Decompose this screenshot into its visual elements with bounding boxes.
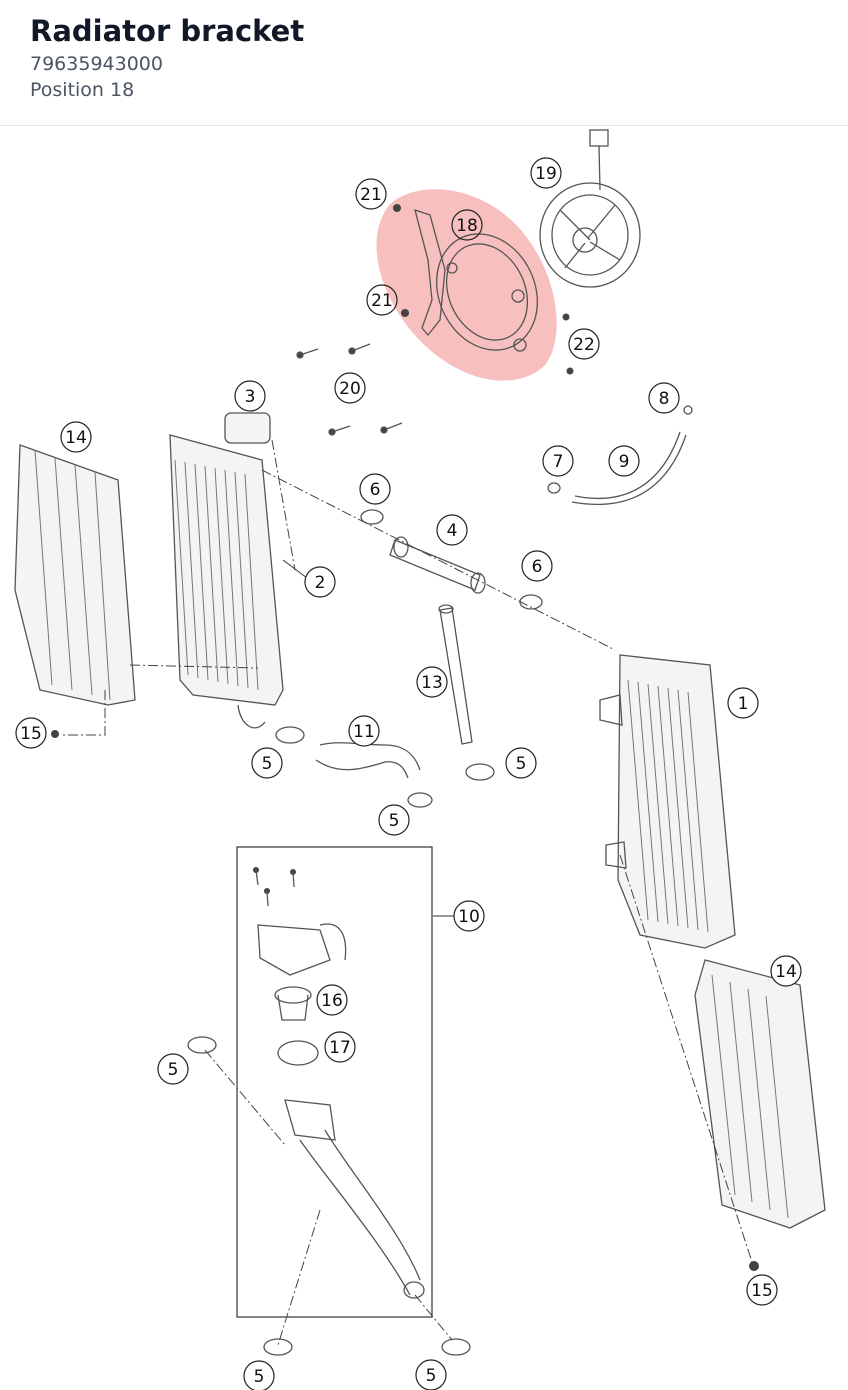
callout-15[interactable]: 15 [15, 717, 47, 749]
callout-1[interactable]: 1 [727, 687, 759, 719]
callout-2[interactable]: 2 [304, 566, 336, 598]
kit-outline-box [236, 846, 433, 1318]
hose-clamps [187, 405, 693, 1356]
hose-9 [571, 431, 687, 506]
svg-text:17: 17 [329, 1038, 351, 1058]
callout-5[interactable]: 5 [251, 747, 283, 779]
svg-text:14: 14 [65, 428, 87, 448]
svg-text:2: 2 [315, 573, 326, 593]
callout-6[interactable]: 6 [359, 473, 391, 505]
callout-15[interactable]: 15 [746, 1274, 778, 1306]
callout-3[interactable]: 3 [234, 380, 266, 412]
pipe-13 [438, 604, 473, 745]
thermostat-assembly [257, 923, 425, 1299]
svg-text:15: 15 [751, 1281, 773, 1301]
svg-text:3: 3 [245, 387, 256, 407]
callout-14[interactable]: 14 [770, 955, 802, 987]
callout-11[interactable]: 11 [348, 715, 380, 747]
callout-5[interactable]: 5 [378, 804, 410, 836]
hose-11 [315, 742, 421, 779]
leader-lines [282, 559, 455, 917]
callout-7[interactable]: 7 [542, 445, 574, 477]
svg-text:7: 7 [553, 452, 564, 472]
callout-18-highlighted[interactable]: 18 [451, 209, 483, 241]
callout-14[interactable]: 14 [60, 421, 92, 453]
svg-text:18: 18 [456, 216, 478, 236]
part-position: Position 18 [30, 79, 135, 101]
svg-text:22: 22 [573, 335, 595, 355]
callout-16[interactable]: 16 [316, 984, 348, 1016]
svg-text:6: 6 [370, 480, 381, 500]
part-number: 79635943000 [30, 53, 163, 75]
svg-text:11: 11 [353, 722, 375, 742]
callout-21[interactable]: 21 [366, 284, 398, 316]
exploded-parts-diagram: 1 2 3 4 5 5 5 5 5 5 6 6 7 8 9 10 11 13 1… [14, 129, 826, 1390]
assembly-lines [62, 439, 753, 1346]
callout-5[interactable]: 5 [157, 1053, 189, 1085]
y-piece [389, 536, 486, 594]
svg-text:5: 5 [389, 811, 400, 831]
part-header: Radiator bracket 79635943000 Position 18 [0, 0, 848, 126]
svg-text:1: 1 [738, 694, 749, 714]
callout-5[interactable]: 5 [415, 1359, 447, 1390]
svg-text:5: 5 [516, 754, 527, 774]
part-title: Radiator bracket [30, 14, 305, 48]
screws-22 [562, 313, 574, 375]
bolts-15 [51, 730, 759, 1271]
svg-text:5: 5 [254, 1367, 265, 1387]
svg-text:13: 13 [421, 673, 443, 693]
callout-17[interactable]: 17 [324, 1031, 356, 1063]
callout-13[interactable]: 13 [416, 666, 448, 698]
svg-text:14: 14 [775, 962, 797, 982]
callout-22[interactable]: 22 [568, 328, 600, 360]
svg-text:5: 5 [426, 1366, 437, 1386]
svg-text:15: 15 [20, 724, 42, 744]
callout-20[interactable]: 20 [334, 372, 366, 404]
svg-text:21: 21 [360, 185, 382, 205]
right-radiator [599, 654, 736, 949]
callout-6[interactable]: 6 [521, 550, 553, 582]
callout-10[interactable]: 10 [453, 900, 485, 932]
callout-21[interactable]: 21 [355, 178, 387, 210]
bolts-20 [296, 343, 403, 436]
svg-text:21: 21 [371, 291, 393, 311]
callout-5[interactable]: 5 [505, 747, 537, 779]
bolt-21-bottom [401, 309, 409, 317]
callout-5[interactable]: 5 [243, 1360, 275, 1390]
svg-text:9: 9 [619, 452, 630, 472]
right-radiator-shroud [694, 959, 826, 1229]
svg-text:6: 6 [532, 557, 543, 577]
svg-text:19: 19 [535, 164, 557, 184]
svg-text:4: 4 [447, 521, 458, 541]
left-radiator-shroud [14, 444, 136, 706]
svg-text:10: 10 [458, 907, 480, 927]
left-radiator [169, 412, 284, 729]
callout-8[interactable]: 8 [648, 382, 680, 414]
svg-text:16: 16 [321, 991, 343, 1011]
svg-text:8: 8 [659, 389, 670, 409]
radiator-bracket-part[interactable] [376, 189, 557, 381]
svg-text:5: 5 [262, 754, 273, 774]
fan-part [539, 129, 641, 288]
callout-19[interactable]: 19 [530, 157, 562, 189]
bolt-21-top [393, 204, 401, 212]
svg-text:20: 20 [339, 379, 361, 399]
svg-text:5: 5 [168, 1060, 179, 1080]
callout-9[interactable]: 9 [608, 445, 640, 477]
kit-screws [253, 867, 296, 907]
callout-4[interactable]: 4 [436, 514, 468, 546]
